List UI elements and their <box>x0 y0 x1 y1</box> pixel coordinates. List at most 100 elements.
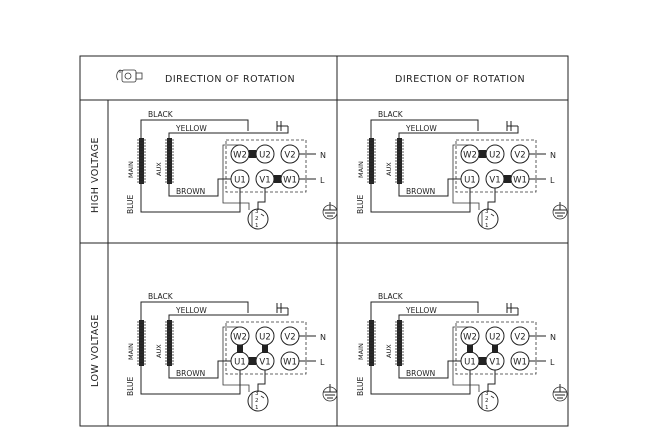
switch-lead <box>452 326 480 392</box>
black-wire-label: BLACK <box>148 292 174 301</box>
terminal-label-w1: W1 <box>513 176 527 186</box>
switch-contact <box>490 213 495 217</box>
yellow-wire-label: YELLOW <box>405 306 437 315</box>
black-wire-label: BLACK <box>148 110 174 119</box>
aux-winding-label: AUX <box>385 344 393 358</box>
switch-contact-label: 3 <box>255 209 259 215</box>
yellow-wire <box>398 126 519 138</box>
direction-label-left: DIRECTION OF ROTATION <box>165 74 295 85</box>
switch-lead <box>257 188 266 210</box>
terminal-label-v1: V1 <box>259 176 270 186</box>
yellow-wire <box>168 126 289 138</box>
brown-wire <box>398 178 461 197</box>
yellow-wire-label: YELLOW <box>175 124 207 133</box>
terminal-bridge <box>262 345 268 353</box>
blue-wire-label: BLUE <box>126 377 135 396</box>
ground-icon <box>322 204 338 220</box>
terminal-label-w1: W1 <box>283 358 297 368</box>
terminal-label-w2: W2 <box>463 333 477 343</box>
switch-contact-label: 3 <box>485 209 489 215</box>
switch-icon <box>477 208 499 230</box>
switch-contact-label: 2 <box>255 216 259 222</box>
terminal-label-w1: W1 <box>513 358 527 368</box>
terminal-bridge <box>274 175 281 183</box>
neutral-label: N <box>320 333 326 342</box>
switch-contact-label: 3 <box>255 391 259 397</box>
blue-wire <box>140 366 241 395</box>
black-wire <box>370 301 479 320</box>
diagram-frame <box>79 55 569 427</box>
yellow-wire <box>398 308 519 320</box>
terminal-bridge <box>249 150 256 158</box>
terminal-label-v1: V1 <box>259 358 270 368</box>
terminal-label-v2: V2 <box>514 151 525 161</box>
switch-lead <box>487 370 496 392</box>
terminal-label-w2: W2 <box>233 333 247 343</box>
terminal-bridge <box>492 345 498 353</box>
blue-wire <box>370 184 471 213</box>
terminal-label-v2: V2 <box>284 151 295 161</box>
neutral-label: N <box>550 333 556 342</box>
switch-lead <box>452 144 480 210</box>
terminal-label-v2: V2 <box>284 333 295 343</box>
switch-contact-label: 2 <box>485 216 489 222</box>
main-winding-label: MAIN <box>127 161 135 178</box>
brown-wire <box>168 360 231 379</box>
rotation-motor-icon <box>116 69 143 83</box>
terminal-label-v2: V2 <box>514 333 525 343</box>
switch-contact-label: 2 <box>485 398 489 404</box>
ground-icon <box>552 204 568 220</box>
switch-contact-label: 1 <box>485 405 489 411</box>
ground-icon <box>552 386 568 402</box>
switch-contact-label: 3 <box>485 391 489 397</box>
terminal-bridge <box>249 357 256 365</box>
row-label-high-voltage: HIGH VOLTAGE <box>90 137 101 213</box>
blue-wire <box>140 184 241 213</box>
line-label: L <box>550 176 555 185</box>
switch-lead <box>222 326 250 392</box>
terminal-block <box>225 139 307 193</box>
neutral-label: N <box>320 151 326 160</box>
terminal-label-u1: U1 <box>234 176 246 186</box>
direction-label-right: DIRECTION OF ROTATION <box>395 74 525 85</box>
line-label: L <box>320 176 325 185</box>
main-winding-label: MAIN <box>357 161 365 178</box>
terminal-bridge <box>479 150 486 158</box>
terminal-label-u2: U2 <box>259 333 271 343</box>
switch-lead <box>257 370 266 392</box>
brown-wire-label: BROWN <box>176 369 205 378</box>
line-label: L <box>550 358 555 367</box>
aux-winding-label: AUX <box>155 344 163 358</box>
switch-contact <box>260 395 265 399</box>
blue-wire-label: BLUE <box>356 377 365 396</box>
switch-icon <box>247 208 269 230</box>
black-wire <box>140 301 249 320</box>
terminal-label-u2: U2 <box>259 151 271 161</box>
switch-icon <box>477 390 499 412</box>
terminal-block <box>225 321 307 375</box>
yellow-wire-label: YELLOW <box>175 306 207 315</box>
switch-icon <box>247 390 269 412</box>
switch-contact-label: 1 <box>255 405 259 411</box>
row-label-low-voltage: LOW VOLTAGE <box>90 314 101 387</box>
terminal-label-v1: V1 <box>489 176 500 186</box>
main-winding-label: MAIN <box>357 343 365 360</box>
terminal-label-u1: U1 <box>464 176 476 186</box>
blue-wire <box>370 366 471 395</box>
brown-wire <box>168 178 231 197</box>
terminal-bridge <box>479 357 486 365</box>
terminal-label-v1: V1 <box>489 358 500 368</box>
terminal-bridge <box>237 345 243 353</box>
switch-contact <box>260 213 265 217</box>
terminal-label-u1: U1 <box>464 358 476 368</box>
terminal-label-w2: W2 <box>463 151 477 161</box>
switch-lead <box>222 144 250 210</box>
switch-lead <box>487 188 496 210</box>
terminal-label-u2: U2 <box>489 151 501 161</box>
yellow-wire-label: YELLOW <box>405 124 437 133</box>
yellow-wire <box>168 308 289 320</box>
